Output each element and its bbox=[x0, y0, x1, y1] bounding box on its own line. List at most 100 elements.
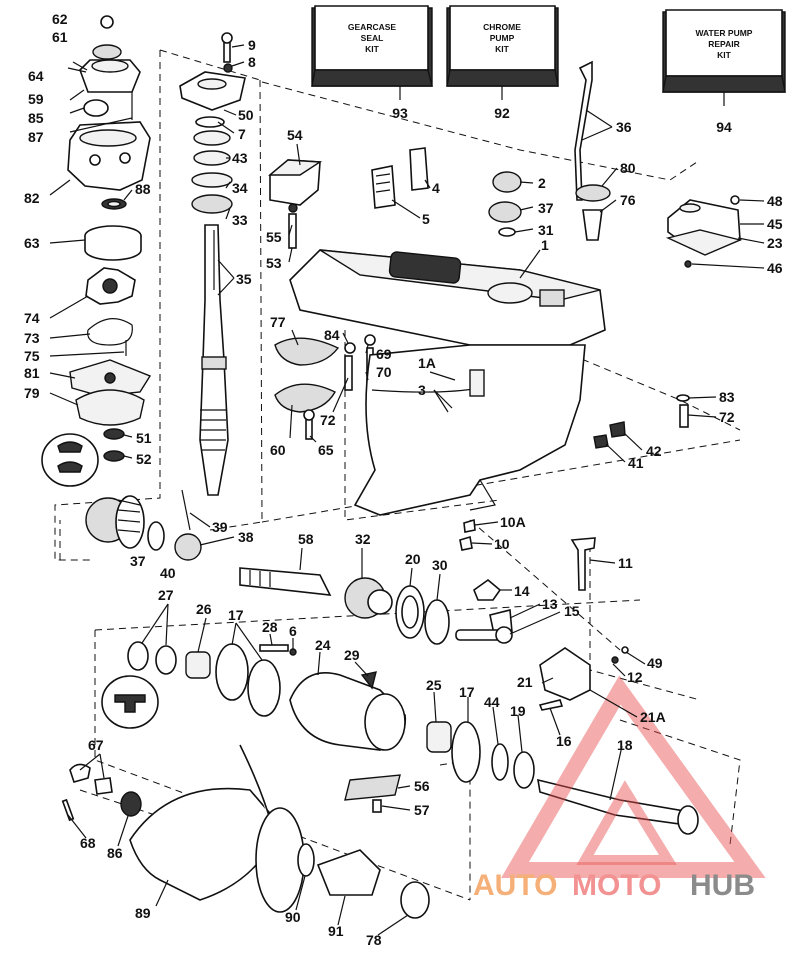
watermark-text-moto: MOTO bbox=[572, 869, 661, 902]
part-label: 75 bbox=[24, 348, 40, 364]
automotohub-watermark: AUTO MOTO HUB bbox=[473, 675, 766, 902]
part-label: 12 bbox=[627, 669, 643, 685]
part-label: 49 bbox=[647, 655, 663, 671]
part-label: 55 bbox=[266, 229, 282, 245]
propshaft-bearing-row bbox=[101, 641, 699, 835]
part-label: 39 bbox=[212, 519, 228, 535]
part-label: 28 bbox=[262, 619, 278, 635]
part-label: 14 bbox=[514, 583, 530, 599]
waterpump-kit-line-1: WATER PUMP bbox=[696, 28, 753, 38]
part-label: 68 bbox=[80, 835, 96, 851]
part-label: 63 bbox=[24, 235, 40, 251]
part-label: 54 bbox=[287, 127, 303, 143]
part-label: 23 bbox=[767, 235, 783, 251]
part-label: 85 bbox=[28, 110, 44, 126]
part-label: 11 bbox=[618, 555, 633, 571]
part-label: 51 bbox=[136, 430, 152, 446]
part-label: 24 bbox=[315, 637, 331, 653]
part-label: 17 bbox=[459, 684, 475, 700]
part-label: 84 bbox=[324, 327, 340, 343]
part-label: 80 bbox=[620, 160, 636, 176]
part-label: 40 bbox=[160, 565, 176, 581]
part-label: 60 bbox=[270, 442, 286, 458]
part-label: 52 bbox=[136, 451, 152, 467]
part-label: 79 bbox=[24, 385, 40, 401]
part-label: 89 bbox=[135, 905, 151, 921]
part-label: 50 bbox=[238, 107, 254, 123]
part-label: 7 bbox=[238, 126, 246, 142]
part-label: 64 bbox=[28, 68, 44, 84]
part-label: 32 bbox=[355, 531, 371, 547]
part-label: 36 bbox=[616, 119, 632, 135]
part-label: 20 bbox=[405, 551, 421, 567]
chrome-kit-line-3: KIT bbox=[495, 44, 510, 54]
gearcase-kit-line-1: GEARCASE bbox=[348, 22, 397, 32]
part-label: 37 bbox=[538, 200, 554, 216]
gearcase-kit-line-2: SEAL bbox=[361, 33, 384, 43]
waterpump-kit-line-3: KIT bbox=[717, 50, 732, 60]
part-label: 43 bbox=[232, 150, 248, 166]
part-label: 27 bbox=[158, 587, 174, 603]
kit-number-92: 92 bbox=[494, 105, 510, 121]
part-label: 9 bbox=[248, 37, 256, 53]
part-label: 57 bbox=[414, 802, 430, 818]
part-label: 59 bbox=[28, 91, 44, 107]
gearcase-kit-line-3: KIT bbox=[365, 44, 380, 54]
chrome-kit-line-2: PUMP bbox=[490, 33, 515, 43]
part-label: 72 bbox=[320, 412, 336, 428]
part-label: 1 bbox=[541, 237, 549, 253]
watermark-triangle-inner bbox=[576, 780, 677, 865]
part-label: 35 bbox=[236, 271, 252, 287]
waterpump-kit-line-2: REPAIR bbox=[708, 39, 740, 49]
propeller-group bbox=[61, 744, 430, 919]
part-label: 29 bbox=[344, 647, 360, 663]
part-label: 42 bbox=[646, 443, 662, 459]
part-label: 90 bbox=[285, 909, 301, 925]
upper-right-parts bbox=[371, 60, 743, 268]
part-label: 69 bbox=[376, 346, 392, 362]
part-label: 1A bbox=[418, 355, 436, 371]
part-label: 13 bbox=[542, 596, 558, 612]
water-pump-repair-kit-box: WATER PUMP REPAIR KIT 94 bbox=[662, 9, 786, 135]
part-label: 53 bbox=[266, 255, 282, 271]
part-label: 74 bbox=[24, 310, 40, 326]
part-label: 34 bbox=[232, 180, 248, 196]
part-label: 4 bbox=[432, 180, 440, 196]
gearcase-housing bbox=[289, 249, 606, 516]
part-label: 45 bbox=[767, 216, 783, 232]
part-label: 33 bbox=[232, 212, 248, 228]
part-label: 65 bbox=[318, 442, 334, 458]
part-label: 3 bbox=[418, 382, 426, 398]
part-label: 56 bbox=[414, 778, 430, 794]
chrome-pump-kit-box: CHROME PUMP KIT 92 bbox=[446, 5, 559, 121]
part-label: 31 bbox=[538, 222, 554, 238]
watermark-triangle-outer bbox=[501, 675, 766, 878]
kit-number-94: 94 bbox=[716, 119, 732, 135]
watermark-text-auto: AUTO bbox=[473, 869, 557, 902]
part-label: 58 bbox=[298, 531, 314, 547]
part-label: 83 bbox=[719, 389, 735, 405]
part-label: 67 bbox=[88, 737, 104, 753]
part-label: 30 bbox=[432, 557, 448, 573]
part-label: 8 bbox=[248, 54, 256, 70]
part-label: 70 bbox=[376, 364, 392, 380]
part-label: 26 bbox=[196, 601, 212, 617]
part-label: 88 bbox=[135, 181, 151, 197]
part-label: 38 bbox=[238, 529, 254, 545]
part-label: 16 bbox=[556, 733, 572, 749]
part-label: 19 bbox=[510, 703, 526, 719]
chrome-kit-line-1: CHROME bbox=[483, 22, 521, 32]
part-label: 21 bbox=[517, 674, 533, 690]
assembly-dashed-lines bbox=[54, 49, 741, 901]
part-label: 10A bbox=[500, 514, 526, 530]
driveshaft-group bbox=[179, 32, 246, 496]
part-label: 62 bbox=[52, 11, 68, 27]
right-side-small-parts bbox=[459, 394, 690, 591]
part-label: 17 bbox=[228, 607, 244, 623]
part-label: 77 bbox=[270, 314, 286, 330]
part-label: 86 bbox=[107, 845, 123, 861]
shift-and-housing-small-parts bbox=[268, 159, 376, 440]
gearcase-seal-kit-box: GEARCASE SEAL KIT 93 bbox=[311, 5, 433, 121]
part-label: 81 bbox=[24, 365, 40, 381]
part-label: 6 bbox=[289, 623, 297, 639]
